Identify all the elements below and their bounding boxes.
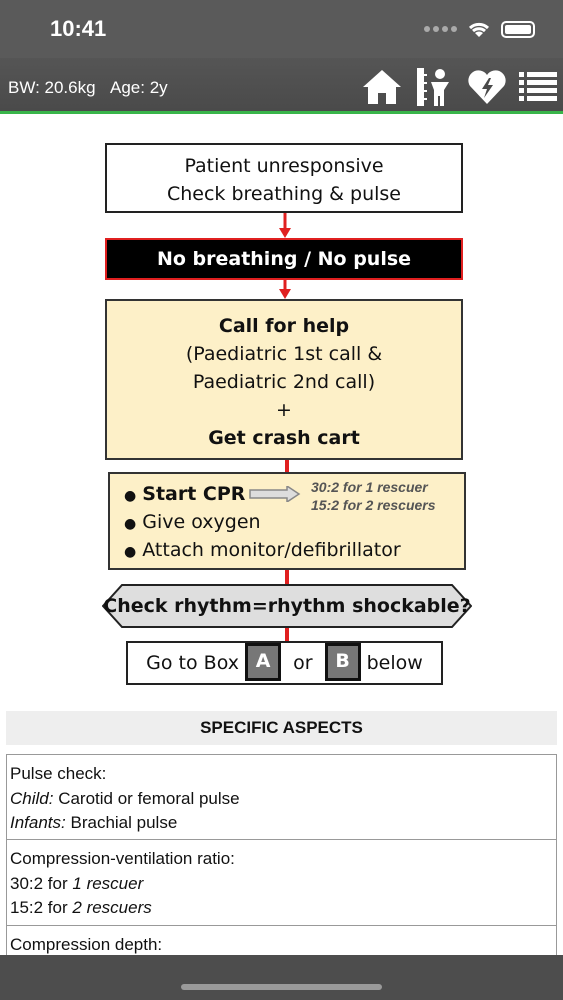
bullet-icon: ● <box>124 544 137 560</box>
step1-line1: Patient unresponsive <box>184 155 384 177</box>
flow-connectors <box>279 213 291 641</box>
heart-defib-icon[interactable] <box>466 66 508 108</box>
age-label[interactable]: Age: 2y <box>110 78 168 97</box>
pulse-child-row: Child: Carotid or femoral pulse <box>10 787 553 812</box>
menu-icon[interactable] <box>517 66 559 108</box>
ratio-hint-1: 30:2 for 1 rescuer <box>311 479 428 495</box>
bullet-icon: ● <box>124 516 137 532</box>
goto-suffix: below <box>366 652 423 674</box>
ratio-row-1: 30:2 for 1 rescuer <box>10 872 553 897</box>
ratio-row-2: 15:2 for 2 rescuers <box>10 896 553 921</box>
ratio-cell: Compression-ventilation ratio: 30:2 for … <box>6 840 557 926</box>
specific-aspects-title: SPECIFIC ASPECTS <box>6 711 557 745</box>
child-growth-icon[interactable] <box>414 66 456 108</box>
bottom-bar <box>0 955 563 1000</box>
pulse-child-text: Carotid or femoral pulse <box>58 788 240 808</box>
status-icons <box>424 20 535 38</box>
depth-cell: Compression depth: <box>6 926 557 964</box>
step-call-for-help: Call for help (Paediatric 1st call & Pae… <box>105 299 463 460</box>
home-indicator[interactable] <box>181 984 382 990</box>
status-bar: 10:41 <box>0 0 563 58</box>
specific-aspects-table: Pulse check: Child: Carotid or femoral p… <box>6 754 557 964</box>
step-start-cpr: ● Start CPR ● Give oxygen ● Attach monit… <box>108 472 466 570</box>
battery-icon <box>501 20 535 38</box>
cpr-item-start: ● Start CPR <box>124 480 464 508</box>
ratio-hint-2: 15:2 for 2 rescuers <box>311 497 436 513</box>
step3-plus: + <box>276 399 292 421</box>
bullet-icon: ● <box>124 488 137 504</box>
goto-or: or <box>293 652 313 674</box>
cpr-item-monitor: ● Attach monitor/defibrillator <box>124 536 464 564</box>
ratio2-em: 2 rescuers <box>72 898 152 917</box>
check-rhythm-shape <box>102 584 472 628</box>
cpr-item-oxygen: ● Give oxygen <box>124 508 464 536</box>
cpr-item-start-label: Start CPR <box>142 483 246 505</box>
ratio2-prefix: 15:2 for <box>10 898 68 917</box>
pulse-child-label: Child: <box>10 788 54 808</box>
pulse-check-title: Pulse check: <box>10 764 107 783</box>
cpr-flowchart: Patient unresponsive Check breathing & p… <box>0 114 563 704</box>
status-time: 10:41 <box>50 16 107 41</box>
step-no-breathing: No breathing / No pulse <box>105 238 463 280</box>
home-icon[interactable] <box>361 66 403 108</box>
wifi-icon <box>468 22 490 37</box>
ratio1-em: 1 rescuer <box>72 873 144 893</box>
cpr-item-monitor-label: Attach monitor/defibrillator <box>142 539 401 561</box>
ratio1-prefix: 30:2 for <box>10 873 68 893</box>
box-b-button[interactable]: B <box>324 643 361 681</box>
cellular-signal-icon <box>424 26 457 32</box>
app-header: BW: 20.6kg Age: 2y <box>0 58 563 114</box>
step-patient-unresponsive: Patient unresponsive Check breathing & p… <box>105 143 463 213</box>
check-rhythm-text: Check rhythm=rhythm shockable? <box>103 595 471 617</box>
arrow-right-icon <box>249 486 301 502</box>
step3-line2: (Paediatric 1st call & <box>185 343 383 365</box>
step3-line1: Call for help <box>218 315 350 337</box>
step3-line3: Paediatric 2nd call) <box>192 371 376 393</box>
pulse-infant-text: Brachial pulse <box>70 813 178 832</box>
box-a-button[interactable]: A <box>245 643 282 681</box>
cpr-item-oxygen-label: Give oxygen <box>142 511 261 533</box>
step3-line5: Get crash cart <box>208 427 360 449</box>
ratio-title: Compression-ventilation ratio: <box>10 849 235 868</box>
depth-title: Compression depth: <box>10 935 163 954</box>
go-to-box: Go to Box A or B below <box>126 641 443 685</box>
step1-line2: Check breathing & pulse <box>166 183 401 205</box>
body-weight-label[interactable]: BW: 20.6kg <box>8 78 96 97</box>
goto-prefix: Go to Box <box>146 652 239 674</box>
pulse-infant-label: Infants: <box>10 813 66 832</box>
pulse-infant-row: Infants: Brachial pulse <box>10 811 553 836</box>
pulse-check-cell: Pulse check: Child: Carotid or femoral p… <box>6 754 557 840</box>
